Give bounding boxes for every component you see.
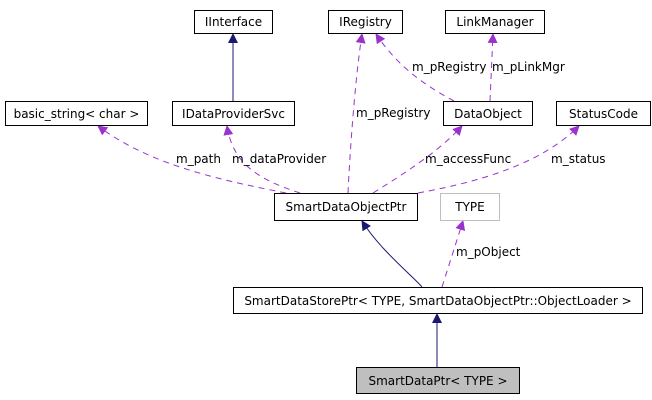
node-dataobject[interactable]: DataObject: [443, 101, 533, 126]
node-basic-string[interactable]: basic_string< char >: [5, 101, 148, 126]
edge-sdop-idataprovidersvc: [223, 125, 301, 194]
edge-sdop-statuscode: [417, 125, 580, 194]
edge-label-sdop-statuscode: m_status: [551, 152, 606, 166]
edge-label-dataobject-linkmanager: m_pLinkMgr: [492, 60, 565, 74]
node-iinterface[interactable]: IInterface: [194, 10, 273, 34]
node-iregistry[interactable]: IRegistry: [328, 10, 403, 34]
node-linkmanager[interactable]: LinkManager: [445, 10, 545, 34]
node-type: TYPE: [440, 193, 500, 221]
edge-sdop-basic-string: [97, 125, 287, 194]
node-smartdataobjectptr[interactable]: SmartDataObjectPtr: [274, 193, 418, 221]
node-statuscode[interactable]: StatusCode: [556, 101, 651, 126]
node-smartdataptr: SmartDataPtr< TYPE >: [356, 367, 520, 394]
edge-label-sdop-idataprovidersvc: m_dataProvider: [232, 152, 327, 166]
edge-label-sdop-iregistry: m_pRegistry: [356, 106, 431, 120]
node-idataprovidersvc[interactable]: IDataProviderSvc: [172, 101, 295, 126]
edge-dataobject-linkmanager: [487, 33, 498, 102]
edge-sdop-dataobject: [372, 125, 463, 194]
edge-label-sdop-dataobject: m_accessFunc: [425, 152, 512, 166]
edge-dataobject-iregistry: [375, 33, 455, 102]
edge-label-dataobject-iregistry: m_pRegistry: [412, 60, 487, 74]
node-smartdatastoreptr[interactable]: SmartDataStorePtr< TYPE, SmartDataObject…: [233, 287, 643, 314]
edge-sdsp-type: [441, 220, 466, 288]
edge-sdsp-sdop: [361, 220, 423, 288]
edge-label-sdop-basic-string: m_path: [176, 152, 221, 166]
edge-label-sdsp-type: m_pObject: [456, 245, 521, 259]
edge-sdop-iregistry: [347, 33, 366, 194]
